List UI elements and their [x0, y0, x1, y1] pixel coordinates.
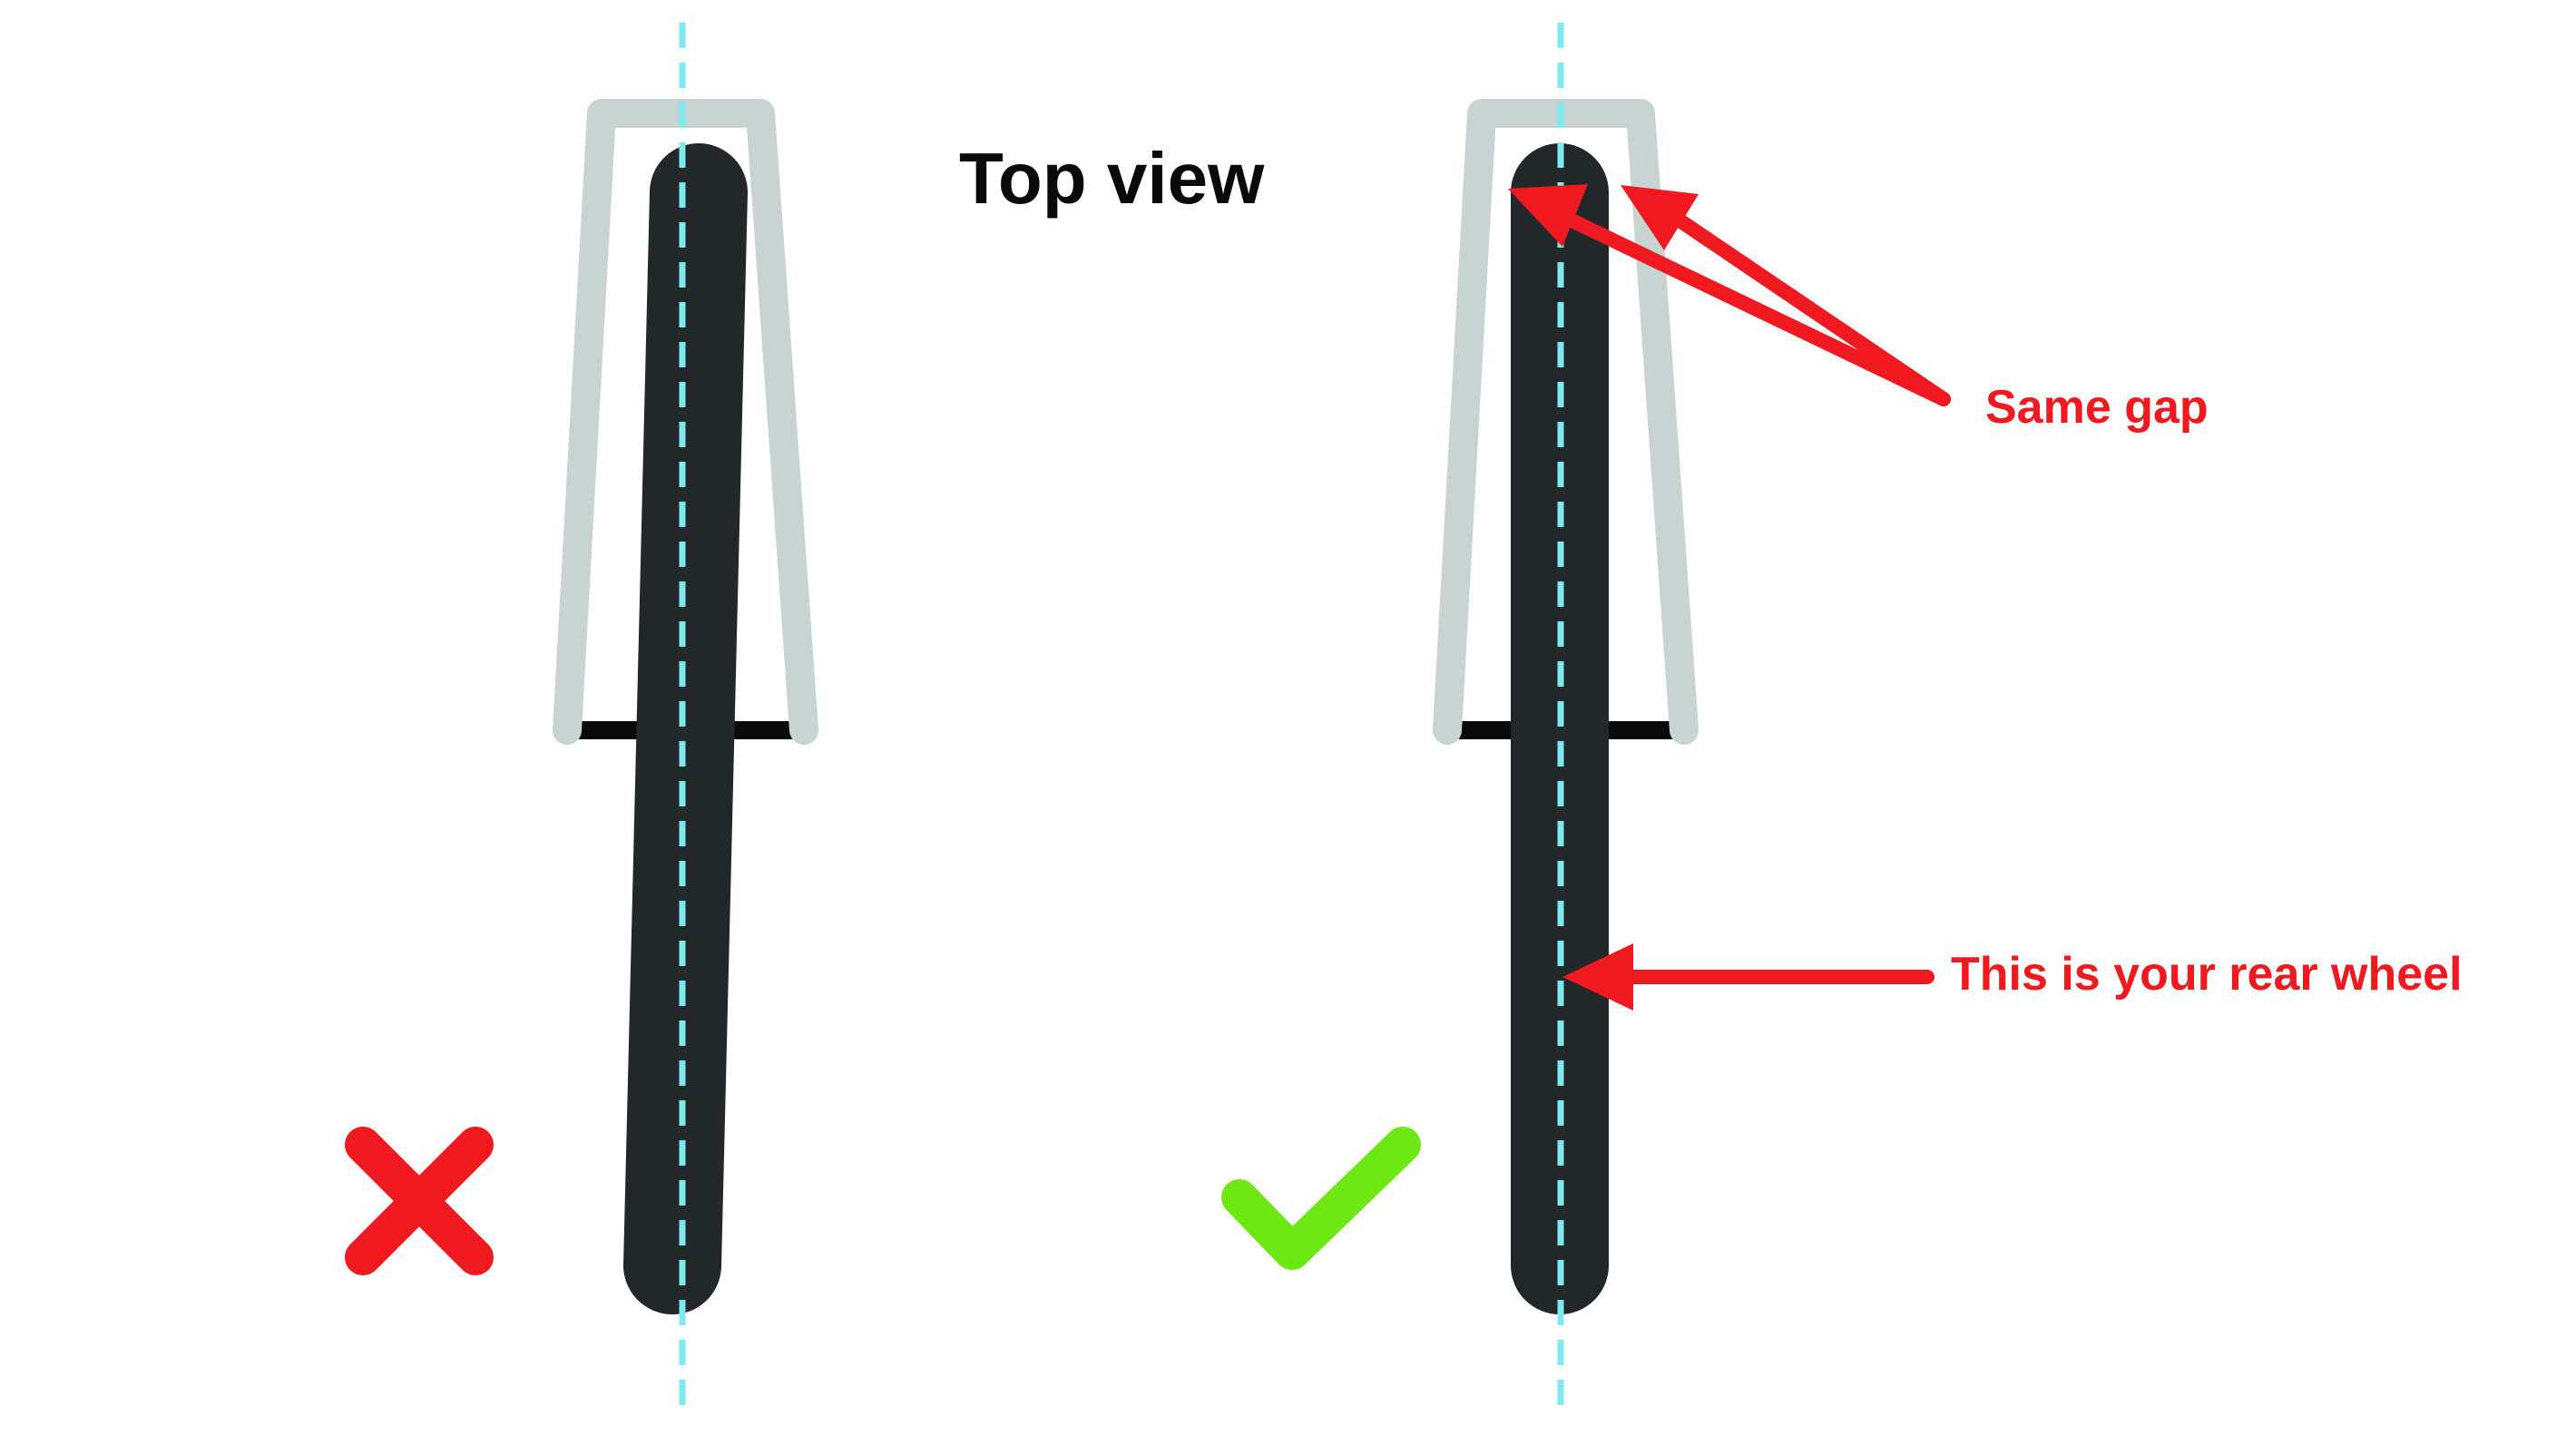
arrow-right-gap [1658, 203, 1951, 406]
incorrect-panel [345, 23, 818, 1417]
rear-wheel-label: This is your rear wheel [1951, 948, 2463, 1001]
check-icon [1221, 1127, 1421, 1270]
arrowhead-right-gap [1621, 185, 1699, 250]
diagram-title: Top view [959, 138, 1265, 219]
same-gap-label: Same gap [1985, 381, 2209, 434]
arrowhead-rear-wheel [1562, 943, 1633, 1011]
rear-wheel-arrow [1562, 943, 1934, 1011]
same-gap-arrows [1508, 184, 1951, 406]
arrow-left-gap [1540, 201, 1951, 406]
cross-icon [345, 1127, 494, 1275]
arrowhead-left-gap [1508, 184, 1588, 247]
left-rear-wheel [623, 143, 748, 1314]
correct-panel [1221, 23, 1699, 1417]
